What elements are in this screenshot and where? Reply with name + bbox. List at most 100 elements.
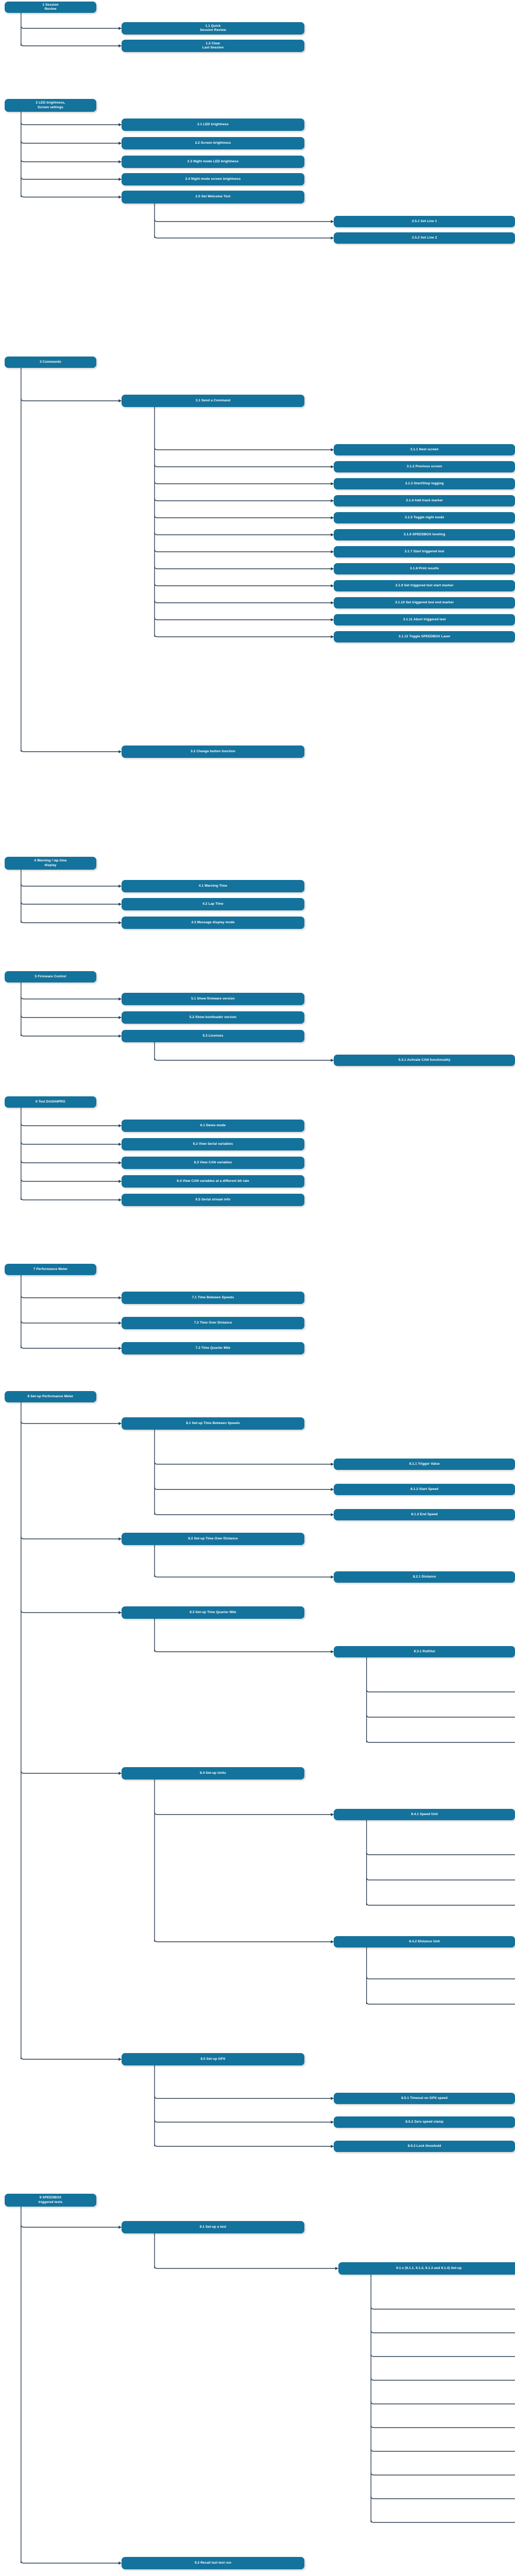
connector-branch [366, 1852, 515, 1855]
connector-branch [370, 2377, 515, 2381]
node-n2[interactable]: 2 LED brightness,Screen settings [4, 99, 97, 112]
node-label: 6.1 Demo mode [200, 1123, 226, 1127]
node-n6_5[interactable]: 6.5 Serial stream info [122, 1194, 304, 1206]
node-n3[interactable]: 3 Commands [4, 357, 97, 368]
node-label: 2.3 Night mode LED brightness [187, 159, 239, 163]
node-n3_1[interactable]: 3.1 Send a Command [122, 395, 304, 407]
connector-branch [366, 1902, 515, 1906]
node-n5_3_1[interactable]: 5.3.1 Activate CAN functionality [334, 1055, 515, 1066]
node-n5[interactable]: 5 Firmware Control [4, 971, 97, 982]
connector-branch [21, 749, 119, 752]
connector-branch [366, 1976, 515, 1979]
node-label: 8.1 Set-up Time Between Speeds [186, 1421, 240, 1425]
node-n2_4[interactable]: 2.4 Night mode screen brightness [122, 173, 304, 185]
connector-branch [21, 1014, 119, 1018]
node-n4_2[interactable]: 4.2 Lap Time [122, 898, 304, 910]
node-n7_2[interactable]: 7.2 Time Over Distance [122, 1317, 304, 1329]
node-n6_4[interactable]: 6.4 View CAN variables at a different bi… [122, 1175, 304, 1188]
node-n8_5[interactable]: 8.5 Set-up GPS [122, 2053, 304, 2065]
node-label: 8 Set-up Performance Meter [27, 1394, 74, 1398]
node-n3_1_2[interactable]: 3.1.2 Previous screen [334, 461, 515, 472]
node-n3_1_3[interactable]: 3.1.3 Start/Stop logging [334, 478, 515, 489]
node-label: 7.1 Time Between Speeds [192, 1295, 234, 1299]
node-n3_1_5[interactable]: 3.1.5 Toggle night mode [334, 512, 515, 523]
node-n8_2[interactable]: 8.2 Set-up Time Over Distance [122, 1533, 304, 1545]
node-n3_1_6[interactable]: 3.1.6 SPEEDBOX leveling [334, 529, 515, 540]
node-label: 8.3 Set-up Time Quarter Mile [190, 1610, 236, 1614]
connector-branch [154, 1939, 332, 1942]
node-n6_1[interactable]: 6.1 Demo mode [122, 1120, 304, 1132]
node-n8_5_3[interactable]: 8.5.3 Lock threshold [334, 2141, 515, 2152]
node-n3_1_1[interactable]: 3.1.1 Next screen [334, 444, 515, 455]
node-label: 3.1.10 Set triggered test end marker [395, 600, 454, 604]
node-label: 8.4.1 Speed Unit [411, 1812, 438, 1816]
node-n8_4[interactable]: 8.4 Set-up Units [122, 1767, 304, 1780]
node-n5_2[interactable]: 5.2 Show bootloader version [122, 1011, 304, 1024]
connector-branch [370, 2496, 515, 2499]
node-label: 8.4 Set-up Units [200, 1771, 226, 1775]
node-n9_1_x[interactable]: 9.1.x (9.1.1, 9.1.2, 9.1.3 and 9.1.4) Se… [338, 2262, 515, 2275]
node-n3_1_7[interactable]: 3.1.7 Start triggered test [334, 546, 515, 557]
node-n8_5_2[interactable]: 8.5.2 Zero speed clamp [334, 2116, 515, 2128]
node-n4_3[interactable]: 4.3 Message display mode [122, 917, 304, 929]
connector-branch [21, 25, 119, 29]
node-n2_3[interactable]: 2.3 Night mode LED brightness [122, 156, 304, 168]
node-label: 8.5.2 Zero speed clamp [405, 2120, 444, 2124]
connector-branch [21, 2056, 119, 2060]
connector-branch [370, 2472, 515, 2476]
node-n2_5[interactable]: 2.5 Set Welcome Text [122, 191, 304, 204]
node-n8_4_1[interactable]: 8.4.1 Speed Unit [334, 1809, 515, 1820]
node-n8_1_2[interactable]: 8.1.2 Start Speed [334, 1484, 515, 1495]
node-n8_1_3[interactable]: 8.1.3 End Speed [334, 1509, 515, 1520]
node-label: 2.2 Screen brightness [195, 141, 231, 145]
node-n3_1_11[interactable]: 3.1.11 Abort triggered test [334, 614, 515, 625]
node-n3_1_9[interactable]: 3.1.9 Set triggered test start marker [334, 580, 515, 591]
node-n4_1[interactable]: 4.1 Warning Time [122, 880, 304, 892]
node-n3_1_8[interactable]: 3.1.8 Print results [334, 563, 515, 574]
node-n3_1_4[interactable]: 3.1.4 Add track marker [334, 495, 515, 506]
node-n9_2[interactable]: 9.2 Recall last test run [122, 2557, 304, 2569]
node-n7[interactable]: 7 Performance Meter [4, 1264, 97, 1275]
node-n3_2[interactable]: 3.2 Change button function [122, 745, 304, 758]
node-n2_2[interactable]: 2.2 Screen brightness [122, 137, 304, 149]
node-n7_3[interactable]: 7.3 Time Quarter Mile [122, 1342, 304, 1354]
node-n8_2_1[interactable]: 8.2.1 Distance [334, 1571, 515, 1583]
node-n6_2[interactable]: 6.2 View Serial variables [122, 1138, 304, 1150]
node-n7_1[interactable]: 7.1 Time Between Speeds [122, 1292, 304, 1304]
node-n2_1[interactable]: 2.1 LED brightness [122, 118, 304, 131]
node-label: 2.1 LED brightness [197, 122, 229, 126]
node-n5_3[interactable]: 5.3 Licenses [122, 1030, 304, 1042]
node-n3_1_10[interactable]: 3.1.10 Set triggered test end marker [334, 597, 515, 608]
node-n6[interactable]: 6 Test DASH4PRO [4, 1096, 97, 1108]
node-n8_3_1[interactable]: 8.3.1 RollOut [334, 1646, 515, 1657]
connector-branch [21, 140, 119, 144]
node-n3_1_12[interactable]: 3.1.12 Toggle SPEEDBOX Laser [334, 631, 515, 642]
node-label: 6.5 Serial stream info [195, 1197, 231, 1201]
node-n8_3[interactable]: 8.3 Set-up Time Quarter Mile [122, 1606, 304, 1619]
connector-branch [21, 1141, 119, 1145]
node-label: 5 Firmware Control [35, 974, 66, 978]
node-n6_3[interactable]: 6.3 View CAN variables [122, 1157, 304, 1169]
node-n9_1[interactable]: 9.1 Set-up a test [122, 2221, 304, 2233]
node-label: 3.1.1 Next screen [410, 447, 439, 451]
node-n8_4_2[interactable]: 8.4.2 Distance Unit [334, 1936, 515, 1947]
node-n8[interactable]: 8 Set-up Performance Meter [4, 1391, 97, 1402]
node-label: 6.2 View Serial variables [193, 1142, 233, 1146]
node-n2_5_2[interactable]: 2.5.2 Set Line 2 [334, 232, 515, 244]
node-n8_1_1[interactable]: 8.1.1 Trigger Value [334, 1459, 515, 1470]
node-n2_5_1[interactable]: 2.5.1 Set Line 1 [334, 216, 515, 227]
node-n5_1[interactable]: 5.1 Show firmware version [122, 993, 304, 1005]
connector-branch [366, 1714, 515, 1718]
node-n8_1[interactable]: 8.1 Set-up Time Between Speeds [122, 1417, 304, 1430]
connector-branch [21, 1178, 119, 1182]
node-n8_5_1[interactable]: 8.5.1 Timeout on GPS speed [334, 2093, 515, 2104]
node-label: 8.1.2 Start Speed [410, 1487, 439, 1491]
